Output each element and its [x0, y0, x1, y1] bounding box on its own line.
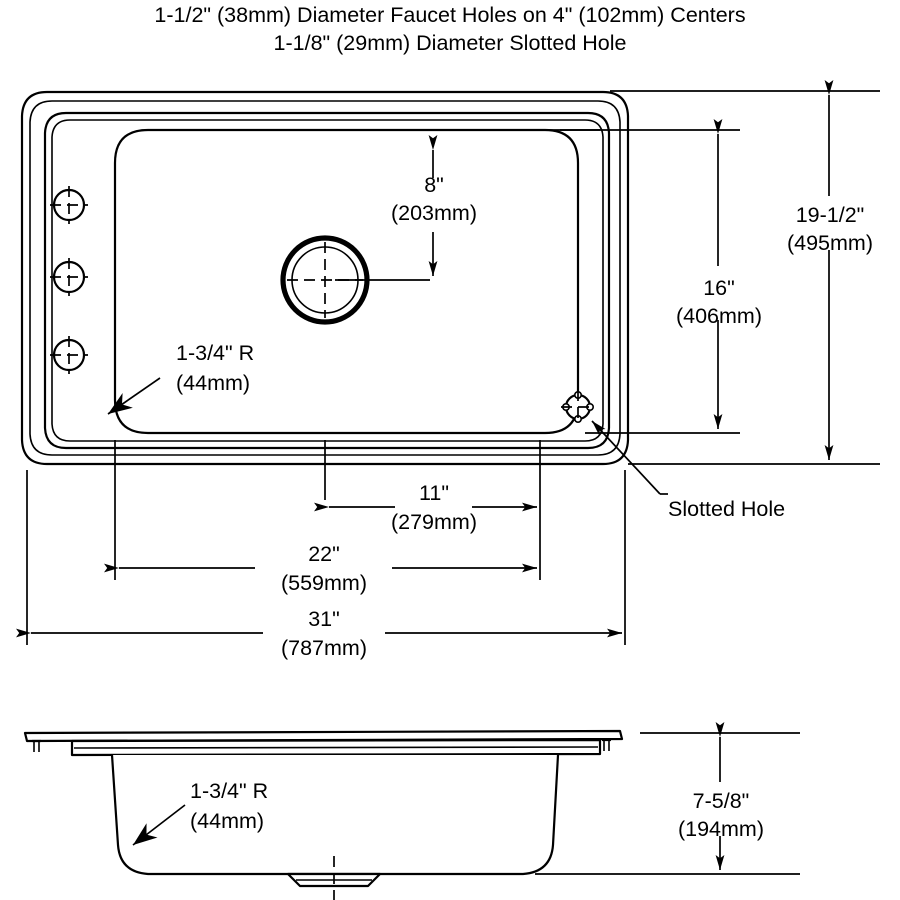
dimension-19-1-2in-imperial: 19-1/2" — [796, 203, 865, 227]
sink-rim-bead — [29, 100, 621, 456]
title-line-2: 1-1/8" (29mm) Diameter Slotted Hole — [274, 31, 627, 55]
dimension-8in-metric: (203mm) — [391, 201, 477, 225]
mounting-clip-right — [602, 738, 611, 751]
section-bowl-profile — [110, 754, 560, 876]
dimension-19-1-2in-metric: (495mm) — [787, 231, 873, 255]
dimension-7-5-8in-imperial: 7-5/8" — [693, 789, 750, 813]
dimension-31in-imperial: 31" — [308, 607, 340, 631]
dimension-11in: 11" (279mm) — [314, 481, 537, 534]
faucet-hole-3[interactable] — [50, 336, 88, 374]
sink-deck-edge — [43, 111, 611, 450]
dimension-22in-metric: (559mm) — [281, 571, 367, 595]
dimension-31in: 31" (787mm) — [16, 607, 622, 660]
dimension-7-5-8in: 7-5/8" (194mm) — [535, 722, 800, 875]
dimension-22in-imperial: 22" — [308, 542, 340, 566]
title-line-1: 1-1/2" (38mm) Diameter Faucet Holes on 4… — [154, 3, 745, 27]
dimension-8in: 8" (203mm) — [330, 129, 600, 281]
callout-corner-radius-top-line2: (44mm) — [176, 371, 250, 395]
callout-corner-radius-section-line2: (44mm) — [190, 809, 264, 833]
callout-corner-radius-section-line1: 1-3/4" R — [190, 779, 268, 803]
sink-deck-edge-inner — [51, 119, 604, 442]
callout-corner-radius-top-line1: 1-3/4" R — [176, 341, 254, 365]
drain-opening[interactable] — [280, 235, 370, 325]
dimension-16in: 16" (406mm) — [560, 119, 762, 434]
dimension-19-1-2in: 19-1/2" (495mm) — [610, 80, 880, 465]
dimension-31in-metric: (787mm) — [281, 636, 367, 660]
title-block: 1-1/2" (38mm) Diameter Faucet Holes on 4… — [154, 3, 745, 55]
dimension-8in-imperial: 8" — [424, 173, 444, 197]
faucet-hole-2[interactable] — [50, 258, 88, 296]
dimension-11in-metric: (279mm) — [391, 510, 477, 534]
dimension-22in: 22" (559mm) — [104, 542, 537, 595]
section-rim-flange — [23, 729, 624, 743]
mounting-clip-left — [32, 739, 41, 752]
top-view-group: 8" (203mm) 16" (406mm) 19-1/2" (495mm) 1… — [16, 80, 880, 660]
slotted-hole[interactable] — [561, 390, 595, 424]
dimension-7-5-8in-metric: (194mm) — [678, 817, 764, 841]
dimension-16in-metric: (406mm) — [676, 304, 762, 328]
faucet-hole-group — [50, 186, 88, 374]
section-view-group: 1-3/4" R (44mm) 7-5/8" (194mm) — [23, 722, 800, 900]
dimension-11in-imperial: 11" — [419, 481, 449, 505]
callout-slotted-hole-label: Slotted Hole — [668, 497, 785, 521]
faucet-hole-1[interactable] — [50, 186, 88, 224]
callout-corner-radius-top: 1-3/4" R (44mm) — [107, 341, 254, 415]
callout-corner-radius-section: 1-3/4" R (44mm) — [132, 779, 268, 846]
dimension-16in-imperial: 16" — [703, 276, 735, 300]
callout-slotted-hole: Slotted Hole — [591, 420, 785, 521]
section-rim-bead-line — [73, 746, 599, 749]
